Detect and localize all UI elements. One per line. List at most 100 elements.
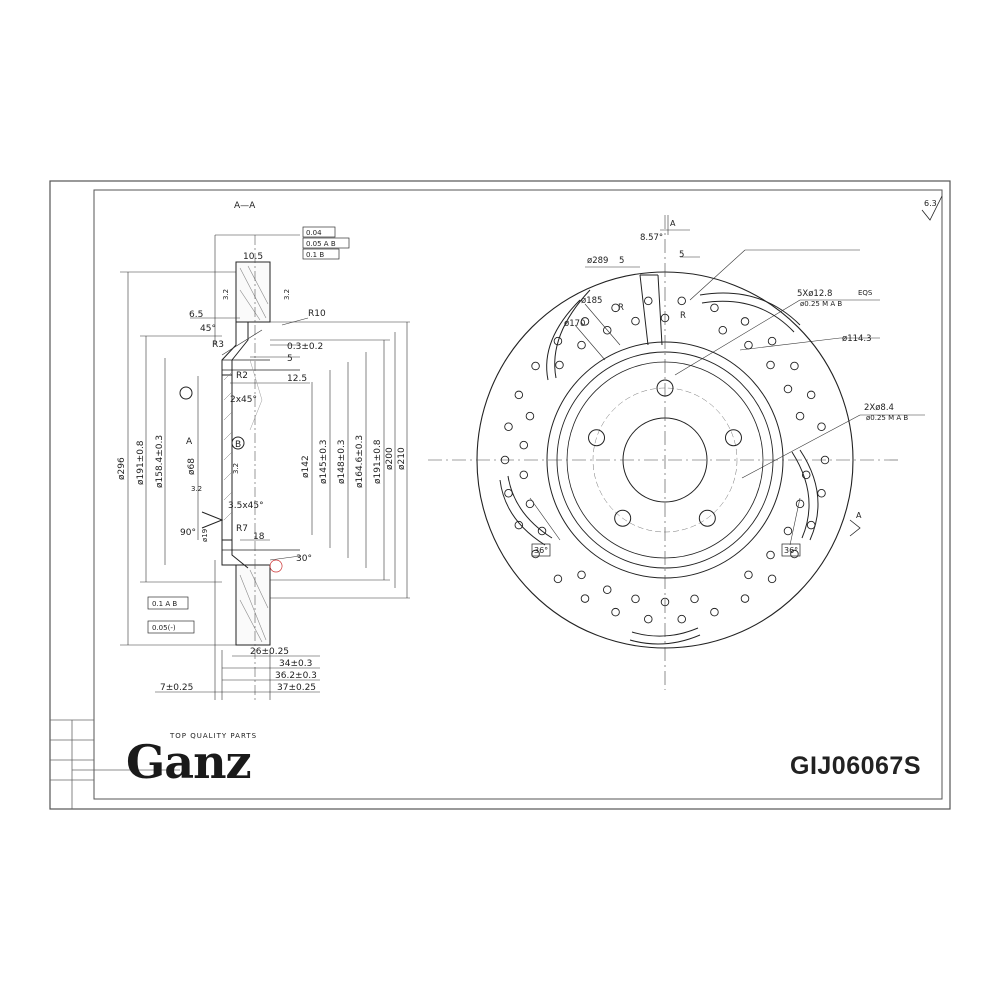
drilled-hole	[767, 574, 777, 584]
drilled-hole	[806, 520, 816, 530]
tol-flatness-2: 0.05(-)	[152, 624, 176, 632]
dim-dia-142: ø142	[301, 455, 311, 478]
tol-locator-holes: ø0.25 M A B	[866, 414, 908, 422]
drilled-hole	[740, 594, 750, 603]
dim-r10: R10	[308, 309, 326, 319]
drilled-hole	[631, 316, 640, 326]
part-number: GIJ06067S	[790, 752, 921, 780]
dim-26: 26±0.25	[250, 647, 289, 657]
label-eqs: EQS	[858, 289, 873, 297]
dim-36-2: 36.2±0.3	[275, 671, 317, 681]
section-view	[120, 226, 410, 700]
drilled-hole	[602, 326, 612, 335]
drilled-hole	[690, 594, 699, 604]
dim-dia-148: ø148±0.3	[337, 439, 347, 484]
bolt-hole	[588, 429, 606, 447]
drilled-hole	[531, 361, 540, 371]
section-title: A—A	[234, 201, 256, 211]
dim-5: 5	[287, 354, 293, 364]
roughness-symbol-icon	[921, 195, 943, 221]
drilled-hole	[514, 390, 524, 400]
drilled-hole	[631, 594, 640, 604]
tol-runout-2: 0.1 A B	[152, 600, 177, 608]
drilled-hole	[577, 570, 586, 580]
roughness-4: 3.2	[191, 485, 202, 493]
dim-2x45: 2x45°	[230, 395, 257, 405]
drilled-hole	[767, 336, 777, 346]
drilled-hole	[740, 317, 750, 326]
section-marker-right: A	[856, 511, 862, 520]
radius-r-b: R	[680, 311, 686, 321]
drilled-hole	[783, 526, 793, 536]
roughness-1: 3.2	[222, 289, 230, 300]
title-strip	[50, 719, 180, 809]
drilled-hole	[553, 574, 563, 584]
dim-dia-19: ø19	[201, 529, 209, 542]
dim-dia-210: ø210	[397, 447, 407, 470]
drilled-hole	[555, 360, 564, 370]
dim-dia-289: ø289	[587, 256, 608, 266]
dim-5-a: 5	[619, 256, 624, 266]
roughness-3: 3.2	[232, 463, 240, 474]
drilled-hole	[677, 296, 686, 306]
front-labels: 8.57° ø289 5 5 ø185 ø170 R R 5Xø12.8 ø0.…	[534, 199, 937, 555]
drilled-hole	[801, 470, 811, 480]
drilled-holes	[500, 296, 830, 624]
curved-slots	[499, 289, 819, 645]
datum-b: B	[235, 440, 241, 450]
drilled-hole	[766, 360, 775, 370]
dim-37: 37±0.25	[277, 683, 316, 693]
drilled-hole	[744, 570, 753, 580]
dim-dia-200: ø200	[385, 447, 395, 470]
drilled-hole	[519, 440, 529, 450]
tol-bolt-holes: ø0.25 M A B	[800, 300, 842, 308]
dim-45deg: 45°	[200, 324, 216, 334]
tol-parallel: 0.1 B	[306, 251, 324, 259]
drilled-hole	[817, 489, 826, 498]
drilled-hole	[525, 411, 535, 421]
dim-dia-170: ø170	[564, 319, 585, 329]
roughness-2: 3.2	[283, 289, 291, 300]
dim-34: 34±0.3	[279, 659, 312, 669]
drilled-hole	[806, 390, 816, 400]
brand-name: Ganz	[126, 735, 252, 789]
dim-bolt-holes: 5Xø12.8	[797, 289, 832, 299]
drilled-hole	[718, 326, 728, 335]
dim-r3: R3	[212, 340, 224, 350]
drilled-hole	[790, 361, 799, 371]
dim-dia-164: ø164.6±0.3	[355, 435, 365, 488]
tol-runout: 0.05 A B	[306, 240, 336, 248]
angle-36-right: 36°	[784, 546, 798, 555]
drilled-hole	[820, 455, 830, 465]
dim-7: 7±0.25	[160, 683, 193, 693]
drilled-hole	[611, 303, 620, 313]
drilled-hole	[514, 520, 524, 530]
drilled-hole	[525, 499, 535, 509]
dim-dia-191-left: ø191±0.8	[136, 440, 146, 485]
dim-r7: R7	[236, 524, 248, 534]
dim-dia-296: ø296	[117, 457, 127, 480]
dim-dia-114: ø114.3	[842, 334, 872, 344]
drilled-hole	[744, 340, 753, 350]
dim-90deg: 90°	[180, 528, 196, 538]
drilled-hole	[660, 313, 670, 323]
dim-12-5: 12.5	[287, 374, 307, 384]
drilled-hole	[602, 585, 612, 594]
dim-0-3: 0.3±0.2	[287, 342, 323, 352]
drilled-hole	[795, 411, 805, 421]
front-view	[428, 215, 925, 690]
dim-18: 18	[253, 532, 265, 542]
drilled-hole	[710, 303, 719, 313]
drilled-hole	[710, 607, 719, 617]
angle-36-left: 36°	[534, 546, 548, 555]
dim-dia-145: ø145±0.3	[319, 439, 329, 484]
drilled-hole	[519, 470, 529, 480]
brand-tagline: TOP QUALITY PARTS	[170, 732, 258, 740]
dim-8-57: 8.57°	[640, 233, 663, 243]
drilled-hole	[537, 526, 547, 536]
drilled-hole	[553, 336, 563, 346]
section-labels: A—A 10.5 6.5 45° R3 R10 0.3±0.2 R2 5 12.…	[117, 201, 407, 693]
drilled-hole	[580, 594, 590, 603]
drilled-hole	[644, 614, 653, 624]
